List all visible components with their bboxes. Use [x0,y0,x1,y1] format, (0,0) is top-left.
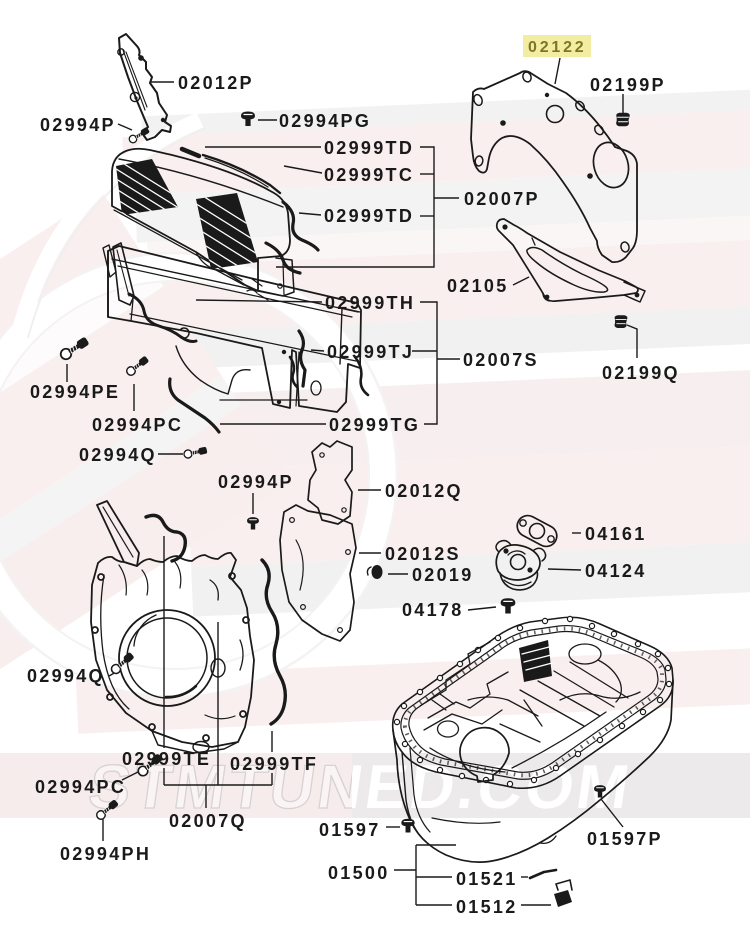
svg-text:02999TD: 02999TD [324,138,414,158]
svg-text:01521: 01521 [456,869,518,889]
svg-text:02994P: 02994P [218,472,294,492]
svg-text:02999TG: 02999TG [329,415,420,435]
svg-text:02012S: 02012S [385,544,461,564]
svg-text:02012P: 02012P [178,73,254,93]
svg-text:02007P: 02007P [464,189,540,209]
svg-text:02105: 02105 [447,276,509,296]
svg-text:02994PE: 02994PE [30,382,120,402]
svg-text:02994PC: 02994PC [92,415,183,435]
svg-text:02999TE: 02999TE [122,749,211,769]
svg-text:02199Q: 02199Q [602,363,680,383]
svg-text:02999TH: 02999TH [325,293,415,313]
svg-text:02999TD: 02999TD [324,206,414,226]
svg-text:02999TF: 02999TF [230,754,318,774]
svg-text:02012Q: 02012Q [385,481,463,501]
svg-text:02994PC: 02994PC [35,777,126,797]
svg-text:02019: 02019 [412,565,474,585]
svg-text:02994PH: 02994PH [60,844,151,864]
svg-text:01500: 01500 [328,863,390,883]
svg-text:01597: 01597 [319,820,381,840]
svg-text:02007S: 02007S [463,350,539,370]
svg-text:04161: 04161 [585,524,647,544]
svg-text:04124: 04124 [585,561,647,581]
svg-text:02999TC: 02999TC [324,165,414,185]
svg-text:04178: 04178 [402,600,464,620]
svg-text:02994P: 02994P [40,115,116,135]
svg-text:02199P: 02199P [590,75,666,95]
svg-text:01597P: 01597P [587,829,663,849]
svg-text:01512: 01512 [456,897,518,917]
svg-text:02994Q: 02994Q [27,666,105,686]
svg-text:02999TJ: 02999TJ [327,342,414,362]
svg-text:02994PG: 02994PG [279,111,371,131]
svg-text:02007Q: 02007Q [169,811,247,831]
svg-text:STMTUNED.COM: STMTUNED.COM [84,753,636,822]
svg-text:02994Q: 02994Q [79,445,157,465]
svg-text:02122: 02122 [528,39,587,56]
